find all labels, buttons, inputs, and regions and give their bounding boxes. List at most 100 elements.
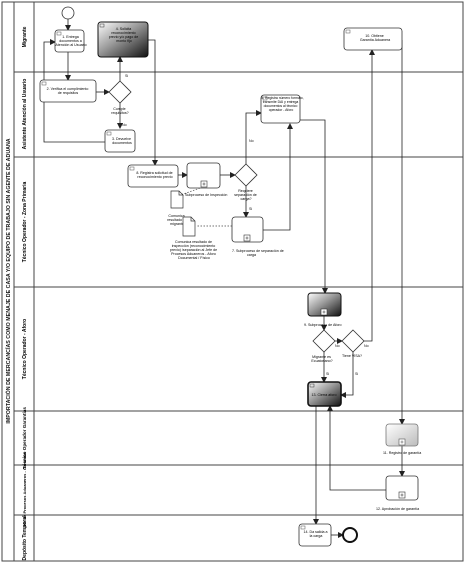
flow-g4-t13 <box>340 352 354 398</box>
gateway-2-line: carga? <box>241 197 252 201</box>
task-4-line: reconocimiento <box>111 31 135 35</box>
gateway-2[interactable] <box>234 163 258 187</box>
subprocess-9[interactable] <box>307 292 342 317</box>
document-fold <box>190 217 195 222</box>
label-g1-no: No <box>122 123 127 127</box>
task-1-line: documentos a <box>59 39 82 43</box>
flow-g2-t5 <box>245 110 262 164</box>
task-14-line: 14. Da salida a <box>304 530 328 534</box>
flow-t4-t8 <box>148 39 158 166</box>
label-g4-si: Si <box>355 372 358 376</box>
task-3[interactable]: 3. Devuelve documentos <box>104 129 136 153</box>
gateway-3[interactable] <box>312 329 336 353</box>
task-13-line: 13. Cierra aforo <box>312 393 337 397</box>
subprocess-6[interactable] <box>186 162 221 189</box>
task-4-line: previo y/o pago de <box>109 35 139 39</box>
user-task-icon <box>99 23 105 28</box>
document-1-line: resultado al <box>167 218 186 222</box>
plus-glyph <box>245 236 249 240</box>
task-5[interactable]: 5. Registra número formato, transmite DA… <box>260 94 305 124</box>
svg-text:13. Cierra aforo: 13. Cierra aforo <box>312 393 337 397</box>
gateway-4[interactable] <box>341 329 365 353</box>
document-2-line: Comunica resultado de <box>175 240 212 244</box>
lane-dividers <box>14 71 463 516</box>
document-1 <box>170 190 184 209</box>
gateway-1-label: Cumple requisitos? <box>111 107 128 115</box>
task-1[interactable]: 1. Entrega documentos a Atención al Usua… <box>54 29 87 53</box>
document-1-line: Comunica <box>168 214 184 218</box>
svg-text:1. Entrega documentos a: 1. Entrega documentos a Atención al Usua… <box>55 35 86 47</box>
svg-text:14. Da salida a la carga: 14. Da salida a la carga <box>304 530 329 538</box>
lane-label-migrante: Migrante <box>22 26 28 47</box>
task-8[interactable]: 8. Registra solicitud de reconocimiento … <box>127 164 179 188</box>
document-icon <box>182 216 196 237</box>
label-g1-si: Si <box>125 74 128 78</box>
lane-label-zona-primaria: Técnico Operador - Zona Primaria <box>22 181 28 262</box>
subprocess-7-line: carga <box>247 253 256 257</box>
task-8-line: 8. Registra solicitud de <box>136 171 172 175</box>
plus-glyph <box>202 182 206 186</box>
task-1-line: Atención al Usuario <box>55 43 86 47</box>
user-task-icon <box>262 96 268 101</box>
gateway-2-label: Requiere separación de carga? <box>234 189 258 201</box>
task-4[interactable]: 4. Solicita reconocimiento previo y/o pa… <box>97 21 149 58</box>
end-event <box>342 527 358 543</box>
plus-glyph <box>400 493 404 497</box>
document-1-label: Comunica resultado al migrante <box>167 214 187 226</box>
plus-glyph <box>322 310 326 314</box>
user-task-icon <box>345 29 351 34</box>
lane-label-jefe-garantias: Jefe de Procesos Aduaneros - Garantías <box>22 451 27 529</box>
subprocess-12[interactable] <box>385 475 419 501</box>
document-icon <box>170 190 184 209</box>
label-g3-si: Si <box>326 372 329 376</box>
task-13[interactable]: 13. Cierra aforo <box>307 381 342 407</box>
associations <box>177 187 232 227</box>
task-5-line: operador - Aforo <box>269 108 294 112</box>
task-3-line: 3. Devuelve <box>112 137 131 141</box>
gateway-1[interactable] <box>108 80 132 104</box>
subprocess-11-label: 11. Registro de garantía <box>383 451 421 455</box>
start-event <box>61 6 75 20</box>
user-task-icon <box>106 131 112 136</box>
task-1-line: 1. Entrega <box>62 35 79 39</box>
label-g2-no: No <box>249 139 254 143</box>
plus-glyph <box>400 440 404 444</box>
task-8-line: reconocimiento previo <box>137 175 172 179</box>
task-2-line: 2. Verifica el cumplimiento <box>47 87 89 91</box>
document-2-line: Procesos Aduaneros - Aforo <box>171 252 216 256</box>
task-5-line: documentos al técnico <box>264 104 298 108</box>
label-g4-no: No <box>364 344 369 348</box>
flow-t5-s9 <box>300 119 328 294</box>
flow-s12-t13 <box>327 405 386 491</box>
lane-label-garantias-text: Técnico Operador Garantías <box>22 407 27 469</box>
document-2-line: previo) /separación al Jefe de <box>170 248 217 252</box>
svg-text:4. Solicita reconocimien: 4. Solicita reconocimiento previo y/o pa… <box>109 27 140 43</box>
svg-text:2. Verifica el cumplimiento: 2. Verifica el cumplimiento de requisito… <box>47 87 90 95</box>
gateway-3-line: Ecuatoriano? <box>311 359 332 363</box>
subprocess-6-label: 6. Subproceso de Inspección <box>181 193 227 197</box>
subprocess-12-label: 12. Aprobación de garantía <box>376 507 419 511</box>
lane-label-deposito: Depósito Temporal <box>22 515 28 561</box>
svg-text:3. Devuelve documentos: 3. Devuelve documentos <box>112 137 132 145</box>
subprocess-7[interactable] <box>231 216 264 243</box>
label-g3-no: No <box>335 344 340 348</box>
document-2-line: Documental / Físico <box>178 256 210 260</box>
task-10[interactable]: 10. Obtiene Garantía Aduanera <box>343 27 403 51</box>
assoc-s6-d1 <box>177 187 201 197</box>
user-task-icon <box>300 525 306 530</box>
svg-text:5. Registra número formato,: 5. Registra número formato, transmite DA… <box>261 96 304 112</box>
task-10-line: 10. Obtiene <box>365 34 384 38</box>
subprocess-11[interactable] <box>385 423 419 447</box>
document-fold <box>178 191 183 196</box>
task-5-line: transmite DAI y entrega <box>263 100 299 104</box>
task-2[interactable]: 2. Verifica el cumplimiento de requisito… <box>39 79 97 103</box>
document-2-line: inspección (reconocimiento <box>172 244 216 248</box>
task-14-line: la carga <box>310 534 323 538</box>
gateway-4-label: Tiene VISA? <box>342 354 362 358</box>
gateway-2-line: Requiere <box>238 189 253 193</box>
label-g2-si: Si <box>249 207 252 211</box>
lane-label-jefe-garantias-text: Jefe de Procesos Aduaneros - Garantías <box>22 451 27 529</box>
task-3-line: documentos <box>112 141 132 145</box>
task-14[interactable]: 14. Da salida a la carga <box>298 523 332 547</box>
